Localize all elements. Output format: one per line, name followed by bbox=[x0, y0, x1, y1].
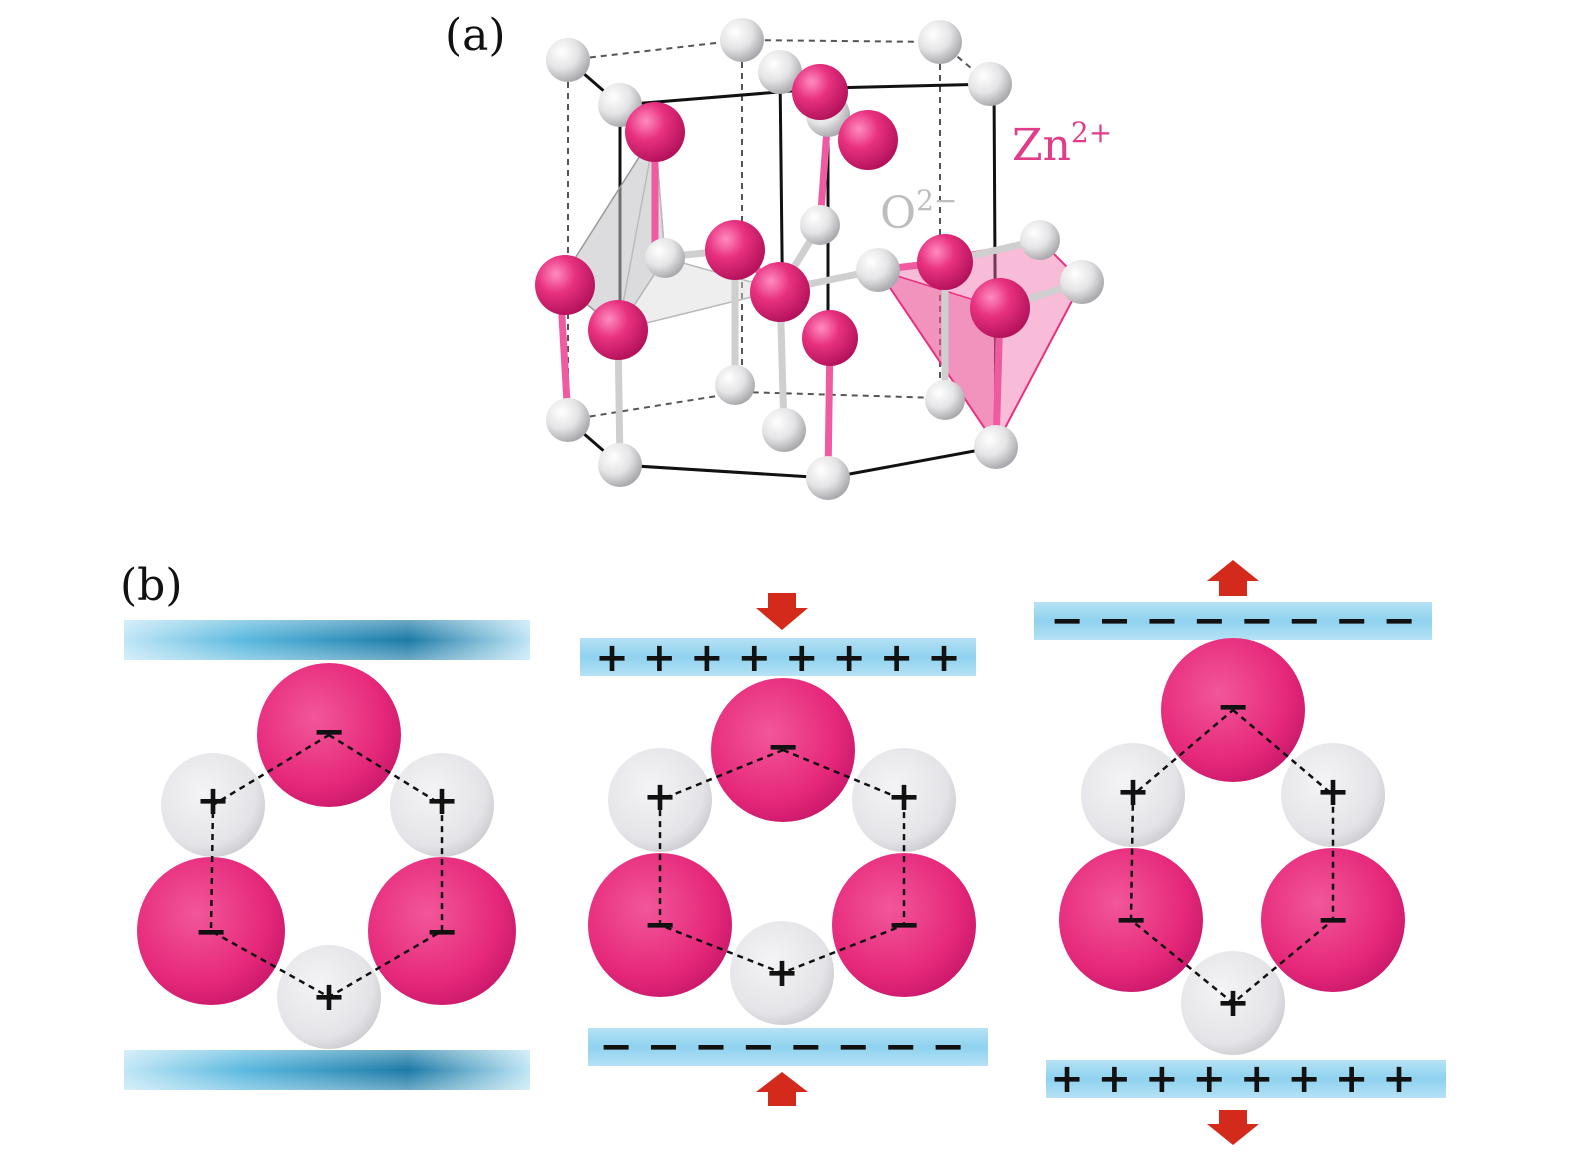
plus-sign: + bbox=[643, 774, 677, 820]
positive-charge-row: + + + + + + + + bbox=[595, 635, 961, 681]
panel-b-label: (b) bbox=[120, 560, 183, 611]
panel-a-label: (a) bbox=[445, 10, 506, 61]
dipole-hexagon bbox=[658, 748, 906, 975]
negative-charge-row: − − − − − − − − bbox=[1050, 598, 1416, 644]
negative-charge-row: − − − − − − − − bbox=[599, 1024, 965, 1070]
zn-ion-label: Zn2+ bbox=[1012, 116, 1112, 171]
minus-sign: − bbox=[887, 902, 921, 948]
dipole-hexagon bbox=[209, 733, 444, 999]
o-ion bbox=[852, 748, 956, 852]
minus-sign: − bbox=[1216, 684, 1250, 730]
red-arrow-up-icon bbox=[756, 1072, 808, 1106]
zn-ion bbox=[137, 857, 285, 1005]
red-arrow-down-icon bbox=[1207, 1110, 1259, 1145]
zn-atoms bbox=[535, 64, 1030, 366]
minus-sign: − bbox=[194, 909, 228, 955]
positive-charge-row: + + + + + + + + bbox=[1050, 1056, 1416, 1102]
wurtzite-unit-cell: Zn2+ O2− bbox=[535, 18, 1112, 500]
minus-sign: − bbox=[1114, 897, 1148, 943]
red-arrow-up-icon bbox=[1207, 560, 1259, 596]
stretched-lattice: − − − − − − − − + + + + + + + + − + + − … bbox=[1034, 560, 1446, 1145]
plus-sign: + bbox=[425, 778, 459, 824]
red-arrow-down-icon bbox=[756, 593, 808, 630]
minus-sign: − bbox=[312, 709, 346, 755]
dipole-hexagon bbox=[1129, 708, 1335, 1005]
minus-sign: − bbox=[643, 902, 677, 948]
unstrained-lattice: − + + − − + bbox=[124, 620, 530, 1090]
plus-sign: + bbox=[1216, 980, 1250, 1026]
minus-sign: − bbox=[1316, 897, 1350, 943]
plus-sign: + bbox=[887, 774, 921, 820]
plus-sign: + bbox=[765, 950, 799, 996]
o-atoms bbox=[546, 18, 1104, 500]
plus-sign: + bbox=[1116, 769, 1150, 815]
minus-sign: − bbox=[425, 909, 459, 955]
plus-sign: + bbox=[312, 974, 346, 1020]
plus-sign: + bbox=[196, 778, 230, 824]
o-ion-label: O2− bbox=[880, 184, 957, 239]
o-ion bbox=[1281, 743, 1385, 847]
minus-sign: − bbox=[766, 724, 800, 770]
compressed-lattice: + + + + + + + + − − − − − − − − − + + − … bbox=[580, 593, 988, 1106]
plus-sign: + bbox=[1316, 769, 1350, 815]
